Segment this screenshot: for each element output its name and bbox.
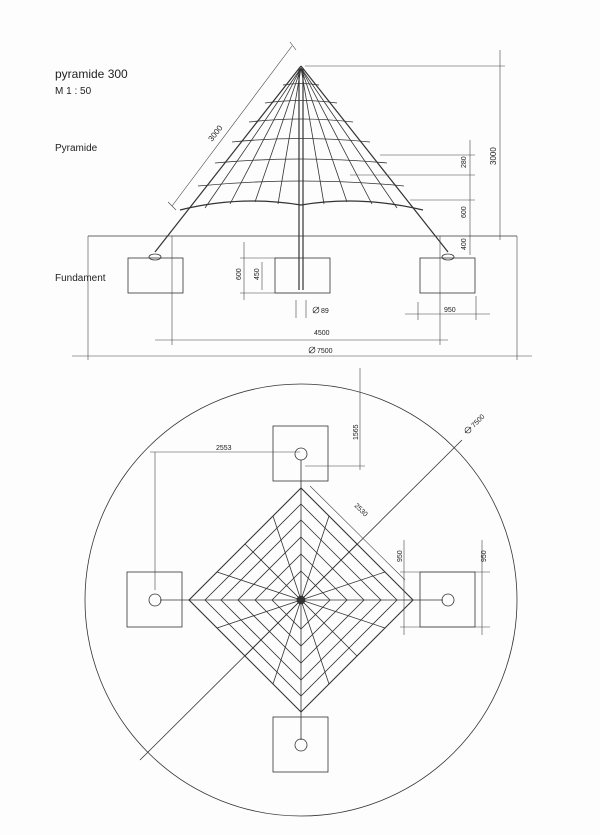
net-bottom-edge — [179, 200, 424, 211]
plan-foundation-right — [419, 571, 476, 628]
dim-400: 400 — [461, 238, 468, 250]
dim-280: 280 — [461, 156, 468, 168]
anchor-left — [148, 253, 162, 261]
dim-span-4500: 4500 — [314, 330, 330, 337]
dim-600: 600 — [461, 206, 468, 218]
foundation-block-right — [419, 257, 476, 294]
dim-2553: 2553 — [216, 445, 232, 452]
rope-right — [300, 65, 449, 253]
slant-dimension-line — [171, 45, 293, 207]
dim-foundation-600: 600 — [236, 268, 243, 280]
drawing-scale: M 1 : 50 — [55, 86, 92, 97]
dim-circle-7500: 7500 — [470, 413, 486, 429]
dim-height-3000: 3000 — [489, 147, 498, 165]
elevation-dimensions — [72, 41, 532, 360]
dim-overall-7500: 7500 — [317, 348, 333, 355]
foundation-label: Fundament — [55, 273, 106, 284]
pyramid-label: Pyramide — [55, 143, 98, 154]
dim-950-outer: 950 — [481, 550, 488, 562]
plan-foundation-bottom — [272, 716, 329, 773]
anchor-right — [441, 253, 455, 261]
dim-pole-diameter: 89 — [321, 308, 329, 315]
plan-circle — [84, 383, 518, 817]
plan-view — [84, 383, 518, 817]
dim-950-inner: 950 — [397, 550, 404, 562]
rope-left — [154, 65, 302, 253]
elevation-view — [88, 65, 517, 294]
plan-foundation-left — [126, 571, 183, 628]
foundation-block-left — [127, 257, 184, 294]
drawing-title: pyramide 300 — [55, 67, 128, 81]
plan-dimensions — [150, 368, 490, 635]
plan-foundation-top — [272, 425, 329, 482]
dim-1565: 1565 — [353, 424, 360, 440]
dim-foundation-450: 450 — [254, 268, 261, 280]
plan-center-mast — [296, 595, 306, 605]
dim-2530: 2530 — [353, 502, 369, 518]
net-outer-diamond — [188, 487, 414, 713]
dim-slant-3000: 3000 — [206, 123, 224, 143]
dim-block-950: 950 — [444, 307, 456, 314]
